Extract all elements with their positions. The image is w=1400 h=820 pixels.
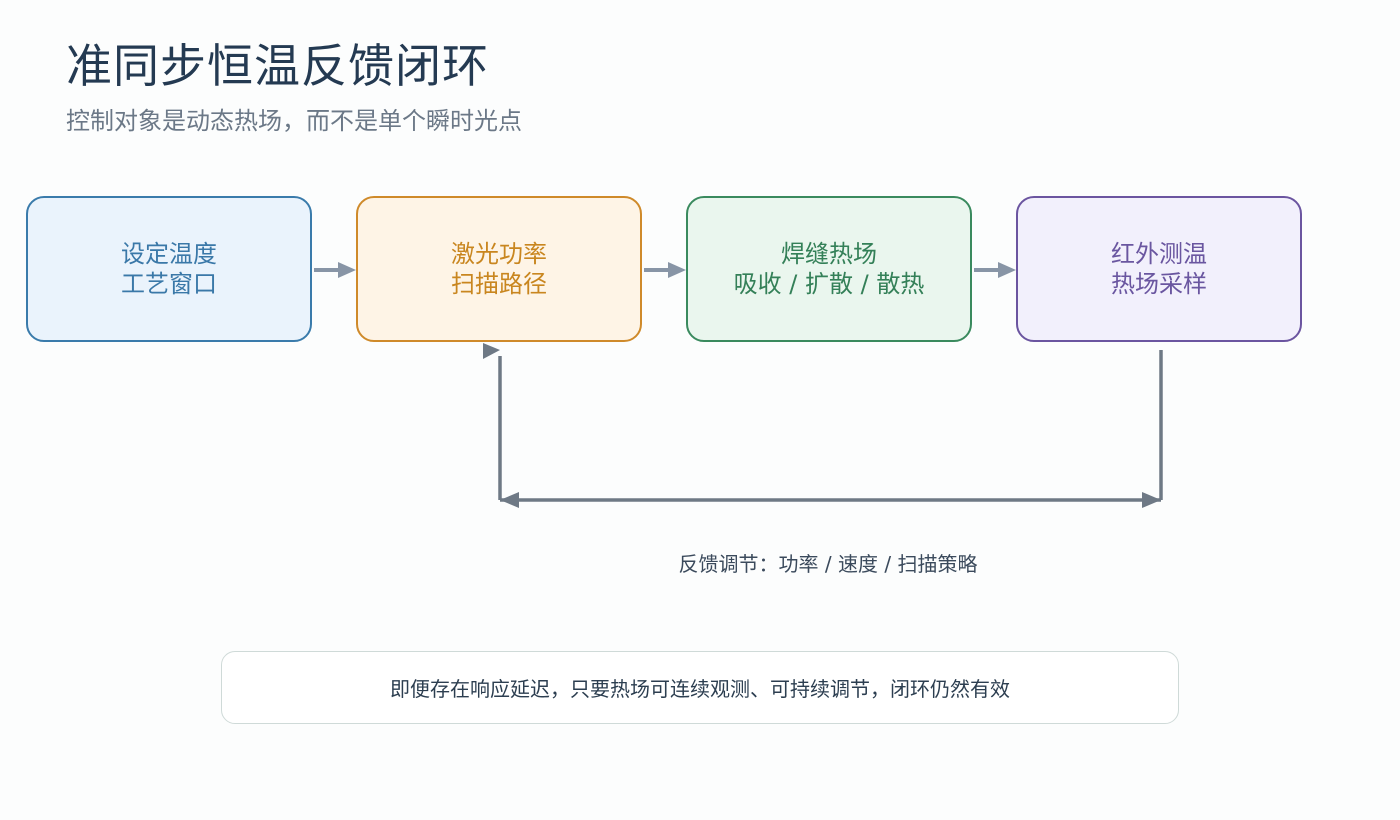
- node-setpoint: 设定温度 工艺窗口: [26, 196, 312, 342]
- node-laser-line1: 激光功率: [451, 240, 547, 268]
- node-laser-line2: 扫描路径: [451, 270, 547, 298]
- note-text: 即便存在响应延迟，只要热场可连续观测、可持续调节，闭环仍然有效: [390, 677, 1010, 701]
- feedback-arrowhead-right: [1142, 492, 1161, 508]
- node-laser: 激光功率 扫描路径: [356, 196, 642, 342]
- forward-arrow-1-2: [314, 262, 356, 278]
- feedback-arrowhead-up: [483, 343, 500, 359]
- node-setpoint-line2: 工艺窗口: [121, 270, 217, 298]
- note-box: 即便存在响应延迟，只要热场可连续观测、可持续调节，闭环仍然有效: [221, 651, 1179, 724]
- diagram-title: 准同步恒温反馈闭环: [66, 39, 489, 93]
- node-setpoint-line1: 设定温度: [121, 240, 217, 268]
- node-ir-sensing-line1: 红外测温: [1111, 240, 1207, 268]
- forward-arrow-3-4: [974, 262, 1016, 278]
- node-thermal-field-line1: 焊缝热场: [781, 240, 877, 268]
- forward-arrow-2-3: [644, 262, 686, 278]
- node-thermal-field-line2: 吸收 / 扩散 / 散热: [733, 270, 925, 298]
- diagram-subtitle: 控制对象是动态热场，而不是单个瞬时光点: [66, 107, 522, 135]
- feedback-label: 反馈调节：功率 / 速度 / 扫描策略: [678, 552, 978, 576]
- node-ir-sensing-line2: 热场采样: [1111, 270, 1207, 298]
- node-ir-sensing: 红外测温 热场采样: [1016, 196, 1302, 342]
- feedback-loop: [483, 343, 1163, 508]
- node-thermal-field: 焊缝热场 吸收 / 扩散 / 散热: [686, 196, 972, 342]
- feedback-arrowhead-left: [500, 492, 519, 508]
